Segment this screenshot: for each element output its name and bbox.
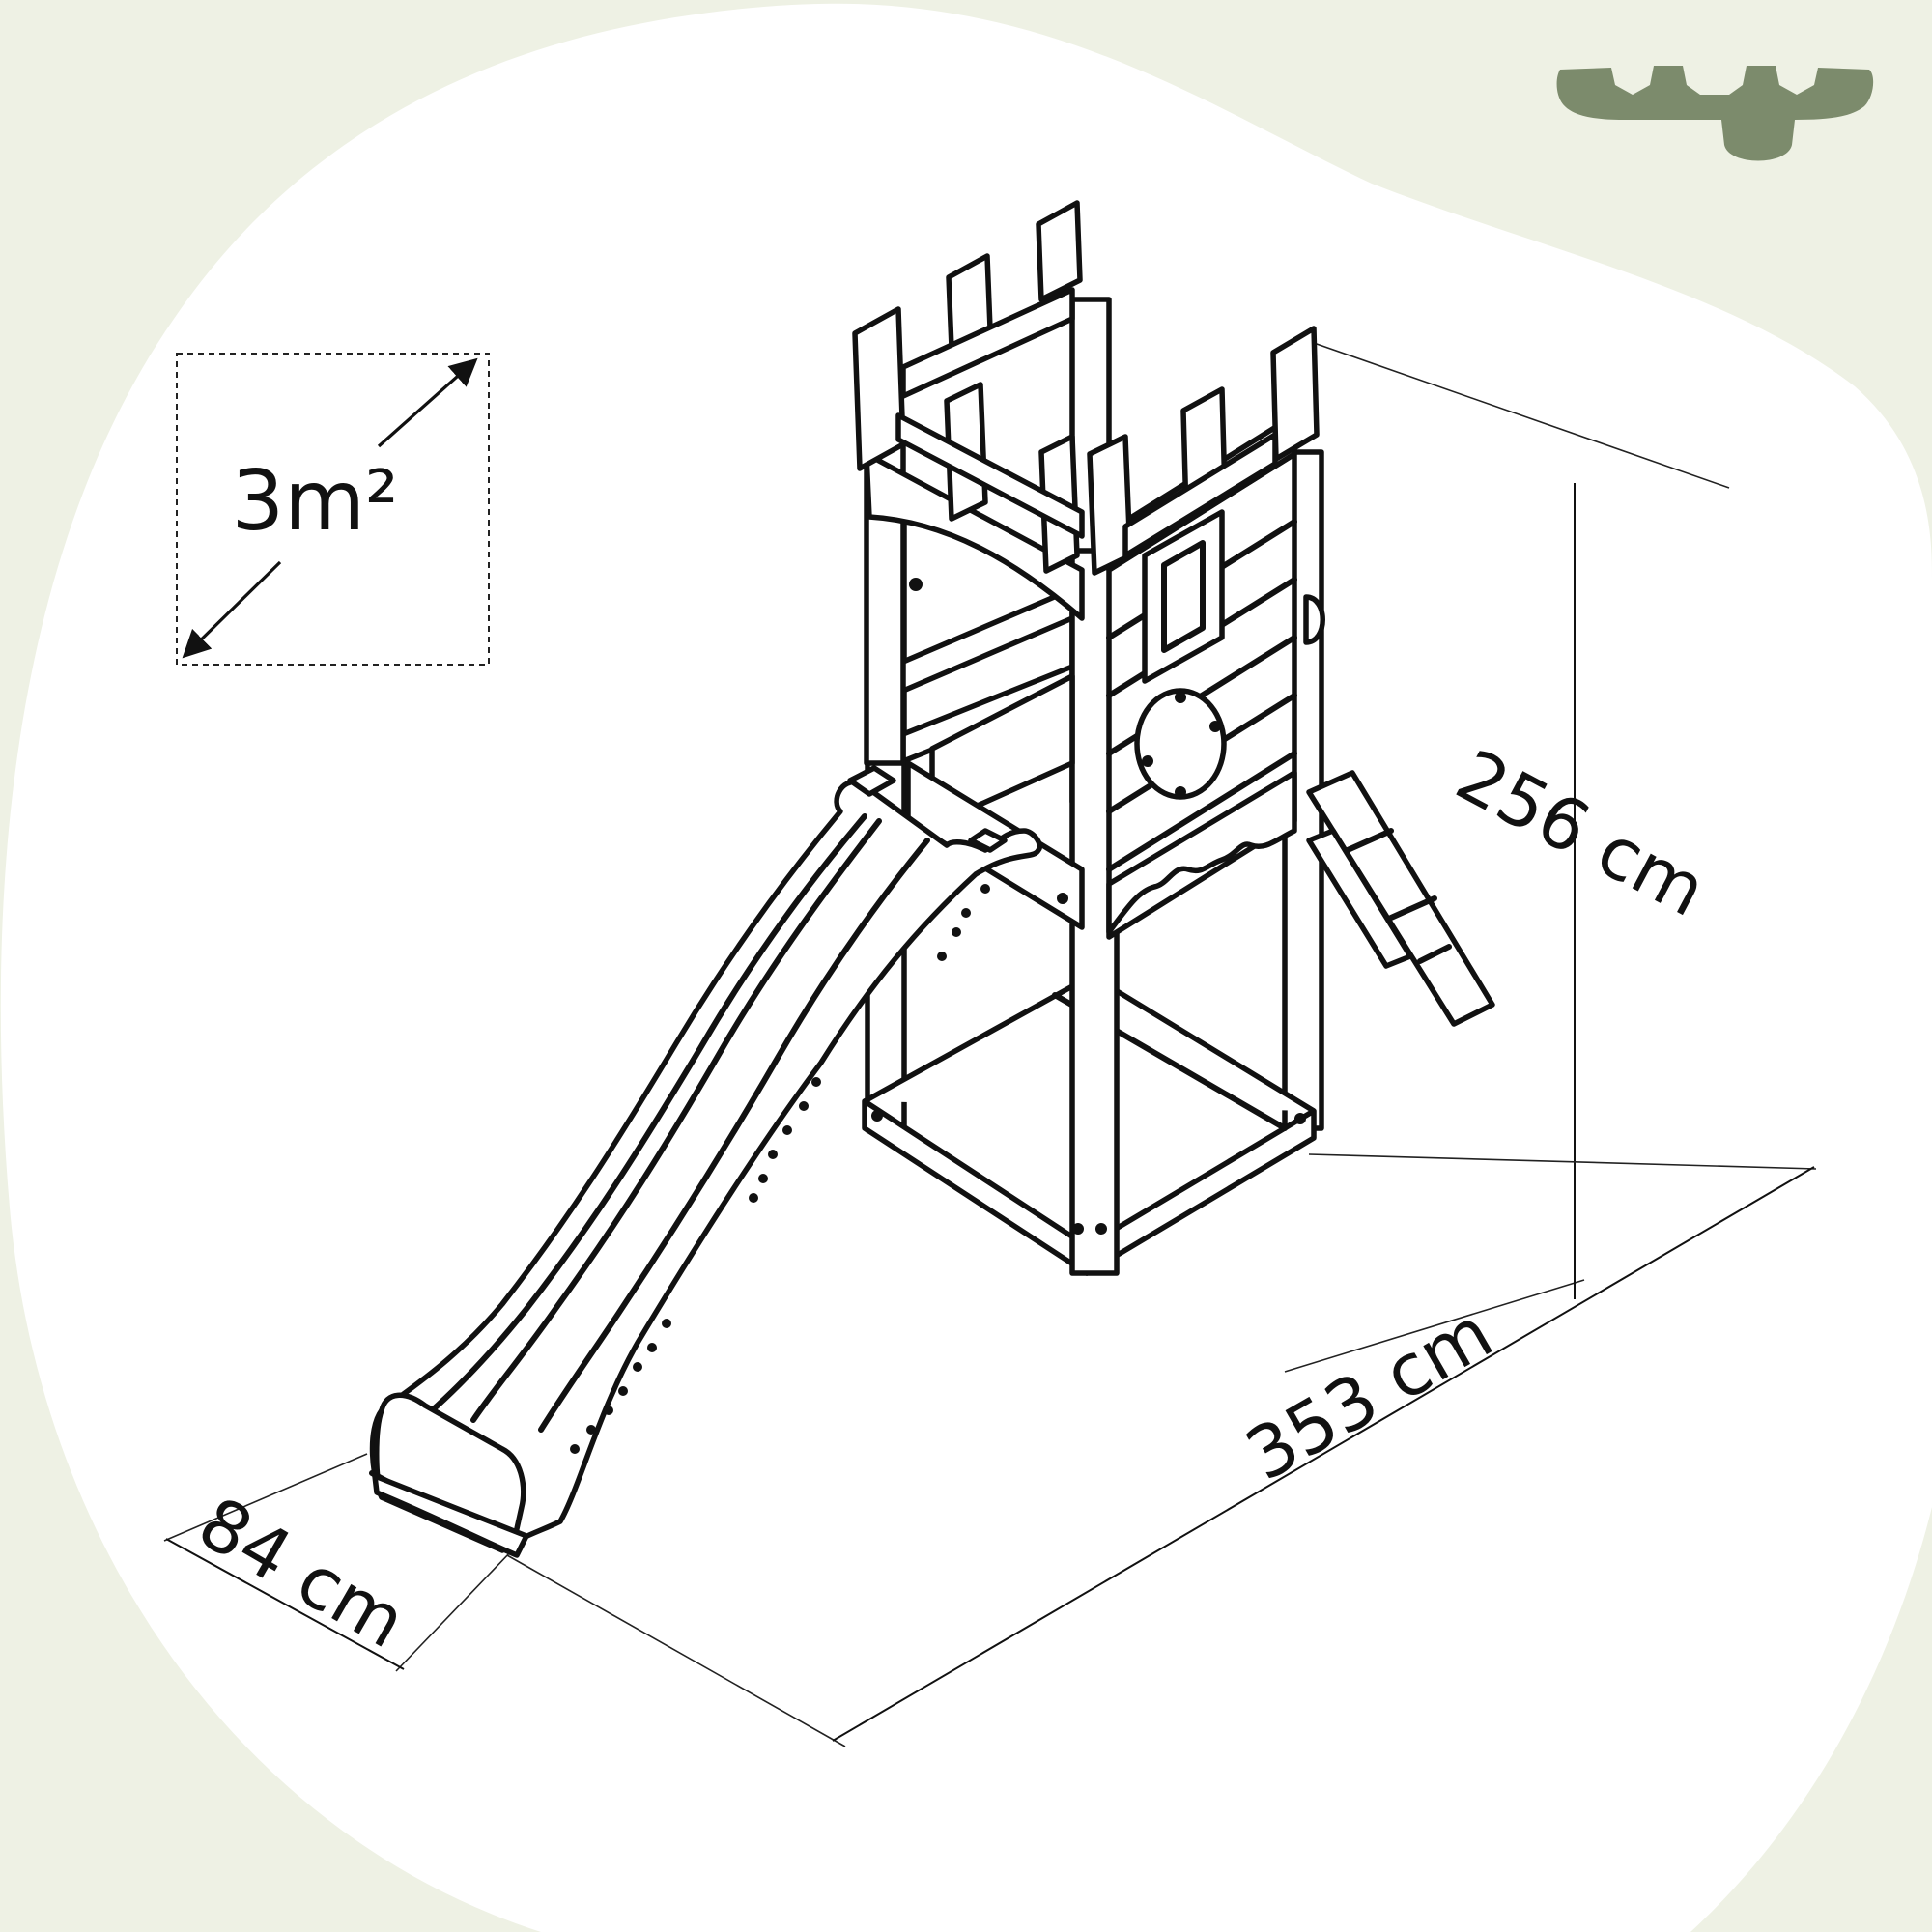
length-dimension-line	[832, 1166, 1815, 1742]
area-label: 3m²	[232, 453, 399, 550]
area-indicator: 3m²	[176, 353, 490, 666]
moose-antlers-logo-icon	[1556, 66, 1874, 161]
area-dashed-box	[176, 353, 490, 666]
area-arrow-lower	[182, 560, 282, 659]
slide-illustration	[369, 765, 1042, 1558]
width-dimension-line	[165, 1538, 405, 1670]
area-arrow-upper	[377, 357, 478, 448]
